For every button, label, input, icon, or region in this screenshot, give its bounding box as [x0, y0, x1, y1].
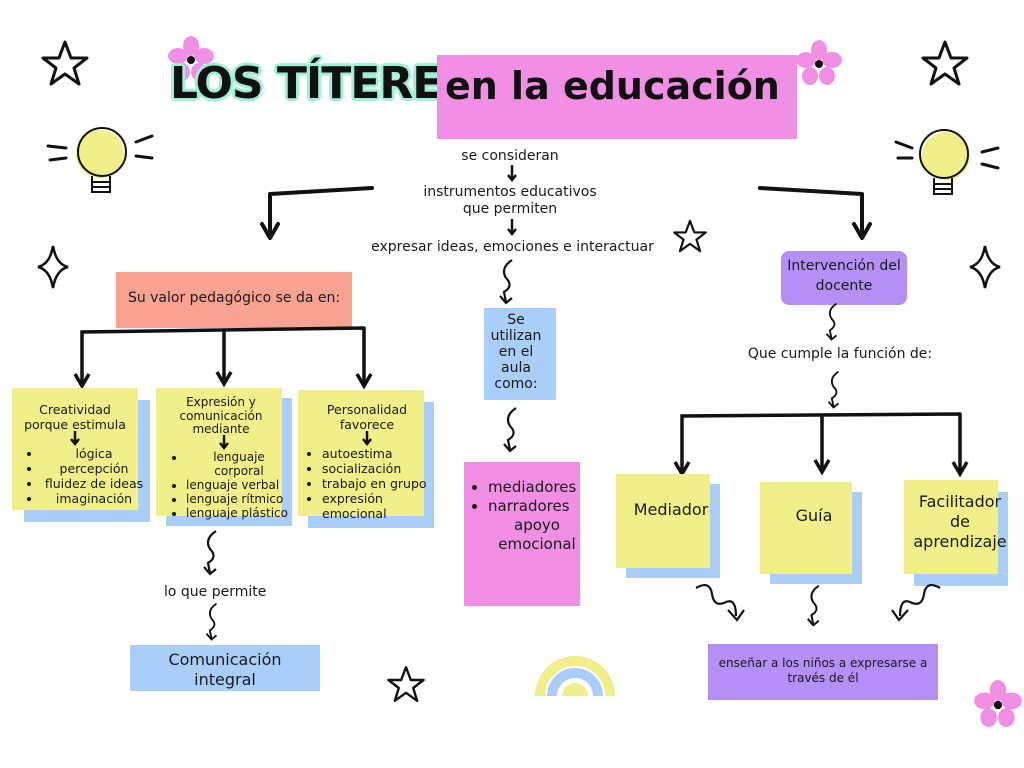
creatividad-list: lógica percepción fluidez de ideas imagi…	[28, 446, 146, 506]
list-item: socialización	[322, 461, 430, 476]
text-se-consideran: se consideran	[461, 148, 559, 164]
bracket-right	[758, 186, 872, 240]
creatividad-card	[12, 388, 138, 510]
arrow-icon	[507, 219, 517, 237]
text-cumple-funcion: Que cumple la función de:	[747, 346, 933, 362]
text-lo-que-permite: lo que permite	[164, 584, 267, 600]
list-item: expresión	[322, 491, 430, 506]
lightbulb-icon	[46, 127, 154, 193]
squiggle-arrow-icon	[205, 602, 218, 641]
arrow-icon	[219, 435, 229, 451]
list-item: lenguaje plástico	[186, 506, 292, 520]
personalidad-list: autoestima socialización trabajo en grup…	[310, 446, 430, 521]
sparkle-icon	[37, 245, 69, 289]
facilitador-text: Facilitador de aprendizaje	[913, 492, 1007, 551]
list-item: mediadores	[488, 478, 586, 497]
squiggle-arrow-icon	[203, 530, 217, 576]
guia-text: Guía	[795, 506, 833, 525]
list-item: narradores	[488, 497, 586, 516]
bracket-left	[260, 186, 374, 240]
text-se-utilizan: Se utilizan en el aula como:	[490, 312, 542, 392]
list-item: trabajo en grupo	[322, 476, 430, 491]
list-item: lenguaje verbal	[186, 478, 292, 492]
lightbulb-icon	[894, 129, 1000, 195]
list-item: imaginación	[42, 491, 146, 506]
title-subtitle: en la educación	[445, 64, 780, 108]
flower-icon	[168, 36, 214, 81]
tree-connector-left	[73, 326, 373, 390]
list-item: lenguaje	[186, 450, 292, 464]
personalidad-card	[298, 390, 424, 516]
list-item: percepción	[42, 461, 146, 476]
star-icon	[921, 40, 969, 86]
text-instrumentos: instrumentos educativos que permiten	[423, 184, 597, 217]
ensenar-text: enseñar a los niños a expresarse a travé…	[718, 656, 928, 685]
squiggle-arrow-icon	[827, 370, 840, 409]
flower-icon	[974, 680, 1022, 727]
expresion-card	[156, 388, 282, 516]
expresion-title: Expresión y comunicación mediante	[179, 395, 263, 436]
tree-connector-right	[673, 412, 969, 478]
text-expresar: expresar ideas, emociones e interactuar	[371, 239, 654, 255]
comunicacion-integral-text: Comunicación integral	[168, 650, 282, 689]
star-icon	[673, 219, 707, 253]
roles-box	[464, 462, 580, 606]
title-main: LOS TÍTERES	[170, 58, 473, 109]
list-item: lógica	[42, 446, 146, 461]
creatividad-title: Creatividad porque estimula	[24, 402, 126, 432]
arrow-icon	[507, 165, 517, 183]
personalidad-title: Personalidad favorece	[326, 402, 408, 432]
star-icon	[41, 40, 89, 86]
list-item: emocional	[322, 506, 387, 521]
list-item: corporal	[214, 464, 264, 478]
squiggle-arrow-icon	[825, 302, 838, 341]
facilitador-card	[904, 480, 998, 574]
mediador-card	[616, 474, 710, 568]
intervencion-docente-header: Intervención del docente	[781, 251, 907, 305]
flower-icon	[796, 40, 842, 85]
arrow-icon	[362, 431, 372, 447]
ensenar-box	[708, 644, 938, 700]
squiggle-arrow-icon	[695, 584, 745, 622]
guia-card	[760, 482, 852, 574]
squiggle-arrow-icon	[503, 407, 517, 453]
valor-pedagogico-header: Su valor pedagógico se da en:	[116, 272, 352, 328]
se-utilizan-box	[484, 308, 556, 400]
list-item: fluidez de ideas	[42, 476, 146, 491]
comunicacion-integral-box	[130, 645, 320, 691]
rainbow-icon	[535, 656, 615, 697]
sparkle-icon	[969, 245, 1001, 289]
title-highlight	[437, 55, 797, 139]
list-item: lenguaje rítmico	[186, 492, 292, 506]
star-icon	[387, 666, 425, 702]
squiggle-arrow-icon	[499, 259, 513, 305]
list-item: autoestima	[322, 446, 430, 461]
arrow-icon	[70, 431, 80, 447]
squiggle-arrow-icon	[891, 584, 941, 622]
mediador-text: Mediador	[633, 500, 709, 519]
expresion-list: lenguaje corporal lenguaje verbal lengua…	[174, 450, 292, 520]
squiggle-arrow-icon	[806, 584, 820, 627]
